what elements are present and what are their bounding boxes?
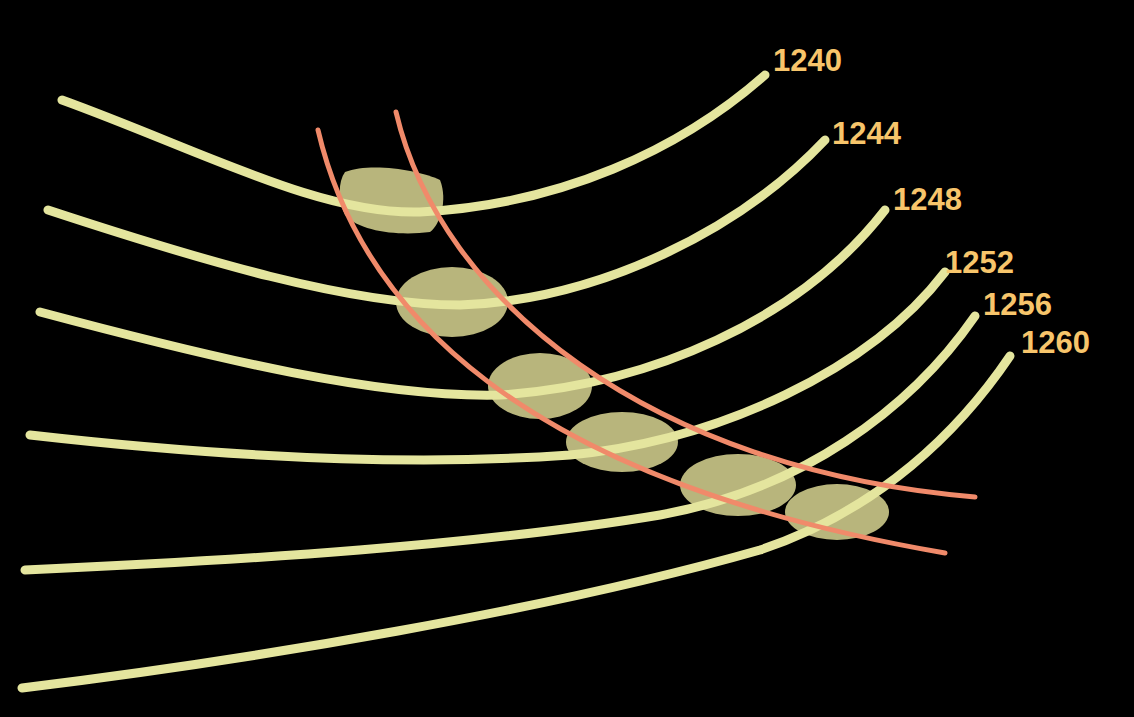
year-label: 1240	[773, 45, 842, 76]
year-label: 1248	[893, 184, 962, 215]
band-lines	[318, 112, 975, 553]
isochrone-lines	[22, 75, 1010, 688]
year-label: 1256	[983, 289, 1052, 320]
year-label: 1244	[832, 118, 901, 149]
year-label: 1260	[1021, 327, 1090, 358]
year-label: 1252	[945, 247, 1014, 278]
blobs	[340, 167, 889, 540]
